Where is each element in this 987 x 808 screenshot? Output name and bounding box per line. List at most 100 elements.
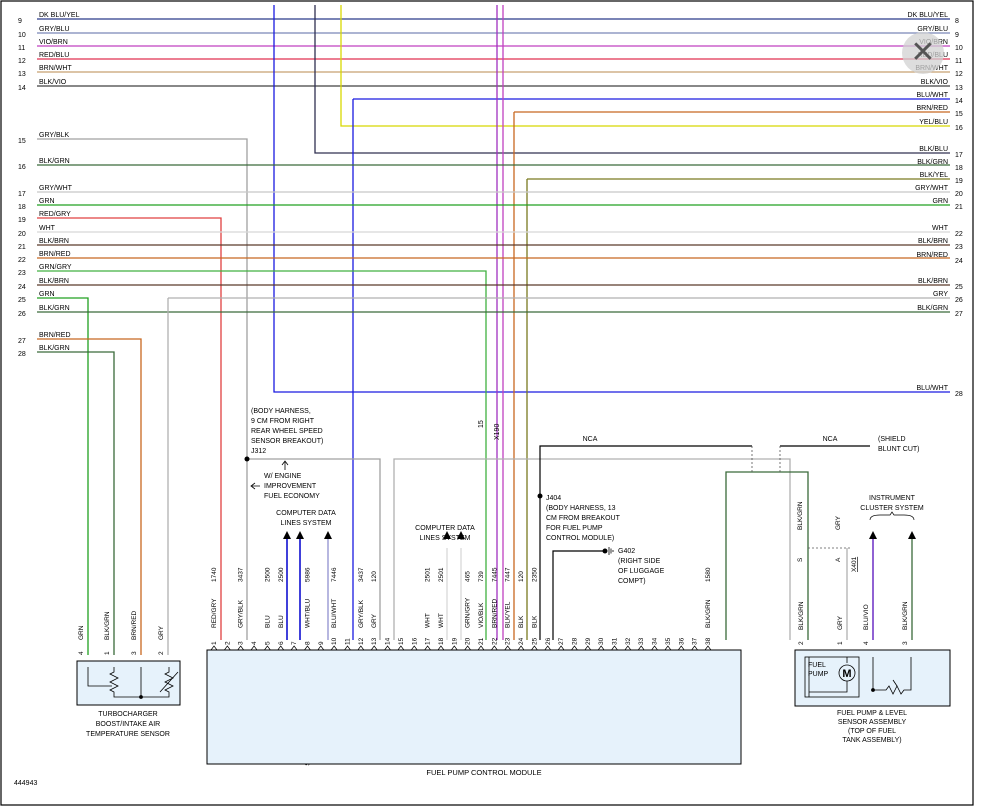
right-pin-number: 20 bbox=[955, 191, 963, 198]
pin-terminal bbox=[531, 645, 538, 651]
module-pin-number: 37 bbox=[692, 637, 699, 645]
module-name: FUEL PUMP CONTROL MODULE bbox=[426, 768, 541, 777]
pump-pin-a: A bbox=[835, 557, 842, 562]
module-pin-number: 18 bbox=[438, 637, 445, 645]
arrow-up-icon bbox=[296, 531, 304, 539]
pin-terminal bbox=[357, 645, 365, 651]
j404-label: J404 bbox=[546, 495, 561, 502]
module-pin-circuit: 739 bbox=[478, 571, 485, 582]
module-pin-circuit: 120 bbox=[518, 571, 525, 582]
module-pin-color: WHT bbox=[438, 613, 445, 628]
right-pin-number: 23 bbox=[955, 244, 963, 251]
module-pin-circuit: 5986 bbox=[304, 567, 311, 582]
module-pin-circuit: 1580 bbox=[705, 567, 712, 582]
turbo-sensor-internals bbox=[87, 667, 179, 699]
left-pin-number: 27 bbox=[18, 338, 26, 345]
pin-terminal bbox=[370, 645, 378, 651]
module-pin-number: 27 bbox=[558, 637, 565, 645]
module-pin-number: 12 bbox=[358, 637, 365, 645]
left-pin-number: 20 bbox=[18, 231, 26, 238]
arrow-up-icon bbox=[457, 531, 465, 539]
left-pin-number: 18 bbox=[18, 204, 26, 211]
left-wire-color: BRN/RED bbox=[39, 251, 71, 258]
engine-note-3: FUEL ECONOMY bbox=[264, 493, 320, 500]
fuel-pump-assembly-name-1: FUEL PUMP & LEVEL bbox=[837, 710, 907, 717]
left-pin-number: 17 bbox=[18, 191, 26, 198]
module-pin-number: 32 bbox=[625, 637, 632, 645]
nca-label-1: NCA bbox=[583, 436, 598, 443]
right-pin-number: 24 bbox=[955, 258, 963, 265]
module-pin-color: BLU bbox=[264, 615, 271, 628]
wire-layer bbox=[37, 5, 950, 655]
right-wire-color: GRN bbox=[932, 198, 948, 205]
instrument-note-2: CLUSTER SYSTEM bbox=[860, 505, 924, 512]
module-pin-circuit: 2350 bbox=[531, 567, 538, 582]
right-wire-color: GRY/BLU bbox=[917, 26, 948, 33]
module-pin-circuit: 3437 bbox=[238, 567, 245, 582]
wire-blu-wht-28 bbox=[273, 5, 950, 393]
pin-terminal bbox=[224, 645, 231, 651]
pin-terminal bbox=[210, 645, 218, 651]
right-wire-color: BLU/WHT bbox=[917, 385, 949, 392]
left-wire-color: DK BLU/YEL bbox=[39, 12, 80, 19]
right-pin-number: 17 bbox=[955, 152, 963, 159]
right-wire-color: BLK/YEL bbox=[920, 172, 949, 179]
wire-grn-gry-23 bbox=[37, 270, 487, 640]
wire-shield bbox=[539, 445, 870, 640]
left-pin-number: 14 bbox=[18, 85, 26, 92]
sensor-pin-number: 2 bbox=[158, 651, 165, 655]
right-wire-color: BRN/RED bbox=[916, 252, 948, 259]
j312-note-2: 9 CM FROM RIGHT bbox=[251, 418, 315, 425]
right-wire-color: DK BLU/YEL bbox=[908, 12, 949, 19]
wire-red-gry-19 bbox=[37, 217, 222, 640]
sensor-pin-color: GRN bbox=[78, 625, 85, 640]
j404-splice bbox=[537, 493, 543, 499]
module-pin-number: 4 bbox=[251, 641, 258, 645]
module-pin-number: 13 bbox=[371, 637, 378, 645]
left-wire-color: BLK/GRN bbox=[39, 345, 70, 352]
turbo-sensor-name-3: TEMPERATURE SENSOR bbox=[86, 731, 170, 738]
right-wire-color: BLK/GRN bbox=[917, 305, 948, 312]
pin-terminal bbox=[397, 645, 405, 651]
comp-data-2-line-2: LINES SYSTEM bbox=[420, 535, 471, 542]
module-pin-number: 1 bbox=[211, 641, 218, 645]
pump-pin-number: 3 bbox=[902, 641, 909, 645]
right-pin-number: 15 bbox=[955, 111, 963, 118]
shield-note-1: (SHIELD bbox=[878, 436, 906, 443]
left-wire-color: GRN/GRY bbox=[39, 264, 72, 271]
close-button[interactable]: ✕ bbox=[902, 32, 944, 74]
module-pin-number: 17 bbox=[425, 637, 432, 645]
wire-gry-blk-j312 bbox=[247, 458, 381, 640]
right-pin-number: 27 bbox=[955, 311, 963, 318]
wire-grn-25 bbox=[37, 297, 89, 655]
wire-blk-yel-23 bbox=[526, 178, 950, 640]
pin-terminal bbox=[250, 645, 258, 651]
module-pin-color: BLK/YEL bbox=[505, 601, 512, 628]
pump-pin-color: GRY bbox=[837, 615, 844, 630]
pin-terminal bbox=[437, 645, 445, 651]
module-pin-number: 28 bbox=[571, 637, 578, 645]
left-pin-number: 13 bbox=[18, 71, 26, 78]
module-pin-number: 35 bbox=[665, 637, 672, 645]
fuel-pump-assembly-name-4: TANK ASSEMBLY) bbox=[842, 737, 901, 744]
module-pin-number: 33 bbox=[638, 637, 645, 645]
pump-pin-number: 1 bbox=[837, 641, 844, 645]
x401-label: X401 bbox=[851, 556, 858, 572]
pin-terminal bbox=[571, 645, 578, 651]
right-wire-color: BRN/RED bbox=[916, 105, 948, 112]
j312-splice bbox=[244, 456, 250, 462]
right-wire-color: GRY/WHT bbox=[915, 185, 949, 192]
left-wire-color: RED/GRY bbox=[39, 211, 71, 218]
module-pin-circuit: 2501 bbox=[425, 567, 432, 582]
wire-gnd-25 bbox=[552, 550, 605, 640]
x190-label: X190 bbox=[494, 424, 501, 440]
j312-label: J312 bbox=[251, 448, 266, 455]
module-pin-number: 5 bbox=[264, 641, 271, 645]
module-pin-color: VIO/BLK bbox=[478, 602, 485, 628]
wire-blu-wht-10 bbox=[352, 98, 950, 640]
shield-note-2: BLUNT CUT) bbox=[878, 446, 919, 453]
fuel-pump-label-1: FUEL bbox=[808, 662, 826, 669]
left-pin-number: 23 bbox=[18, 270, 26, 277]
module-pin-number: 30 bbox=[598, 637, 605, 645]
left-wire-color: BRN/RED bbox=[39, 332, 71, 339]
